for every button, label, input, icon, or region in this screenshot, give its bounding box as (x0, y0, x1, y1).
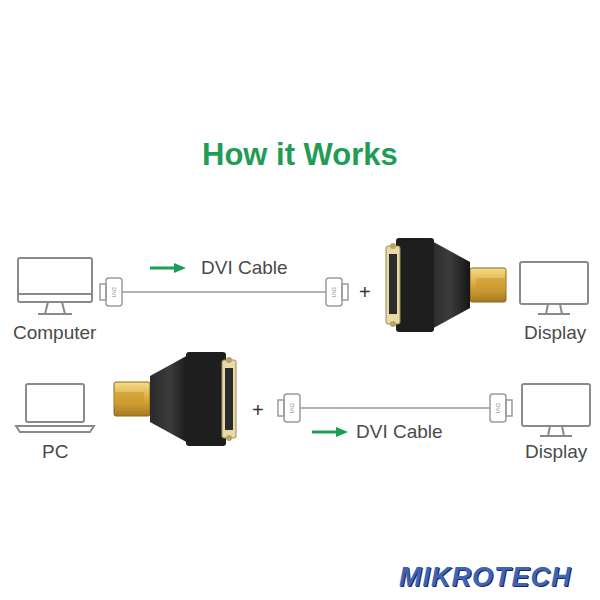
cable-label: DVI Cable (201, 258, 288, 279)
computer-icon (18, 258, 92, 314)
watermark: MIKROTECH (399, 563, 572, 593)
device-label: Display (525, 442, 587, 463)
device-label: PC (42, 442, 68, 463)
plug-label: DVI (331, 287, 338, 297)
plug-label: DVI (289, 403, 296, 413)
plug-label: DVI (111, 287, 118, 297)
direction-arrow (312, 427, 348, 437)
direction-arrow (150, 263, 186, 273)
dvi-hdmi-adapter (386, 238, 506, 332)
dvi-cable (100, 278, 348, 306)
device-label: Computer (13, 323, 96, 344)
display-icon (520, 262, 588, 314)
plus-sign: + (252, 399, 264, 421)
display-icon (522, 384, 590, 436)
diagram-title: How it Works (202, 138, 398, 172)
hdmi-dvi-adapter (114, 352, 236, 446)
dvi-cable (278, 394, 512, 422)
plus-sign: + (359, 281, 371, 303)
device-label: Display (524, 323, 586, 344)
laptop-icon (16, 384, 94, 432)
cable-label: DVI Cable (356, 422, 443, 443)
plug-label: DVI (495, 403, 502, 413)
